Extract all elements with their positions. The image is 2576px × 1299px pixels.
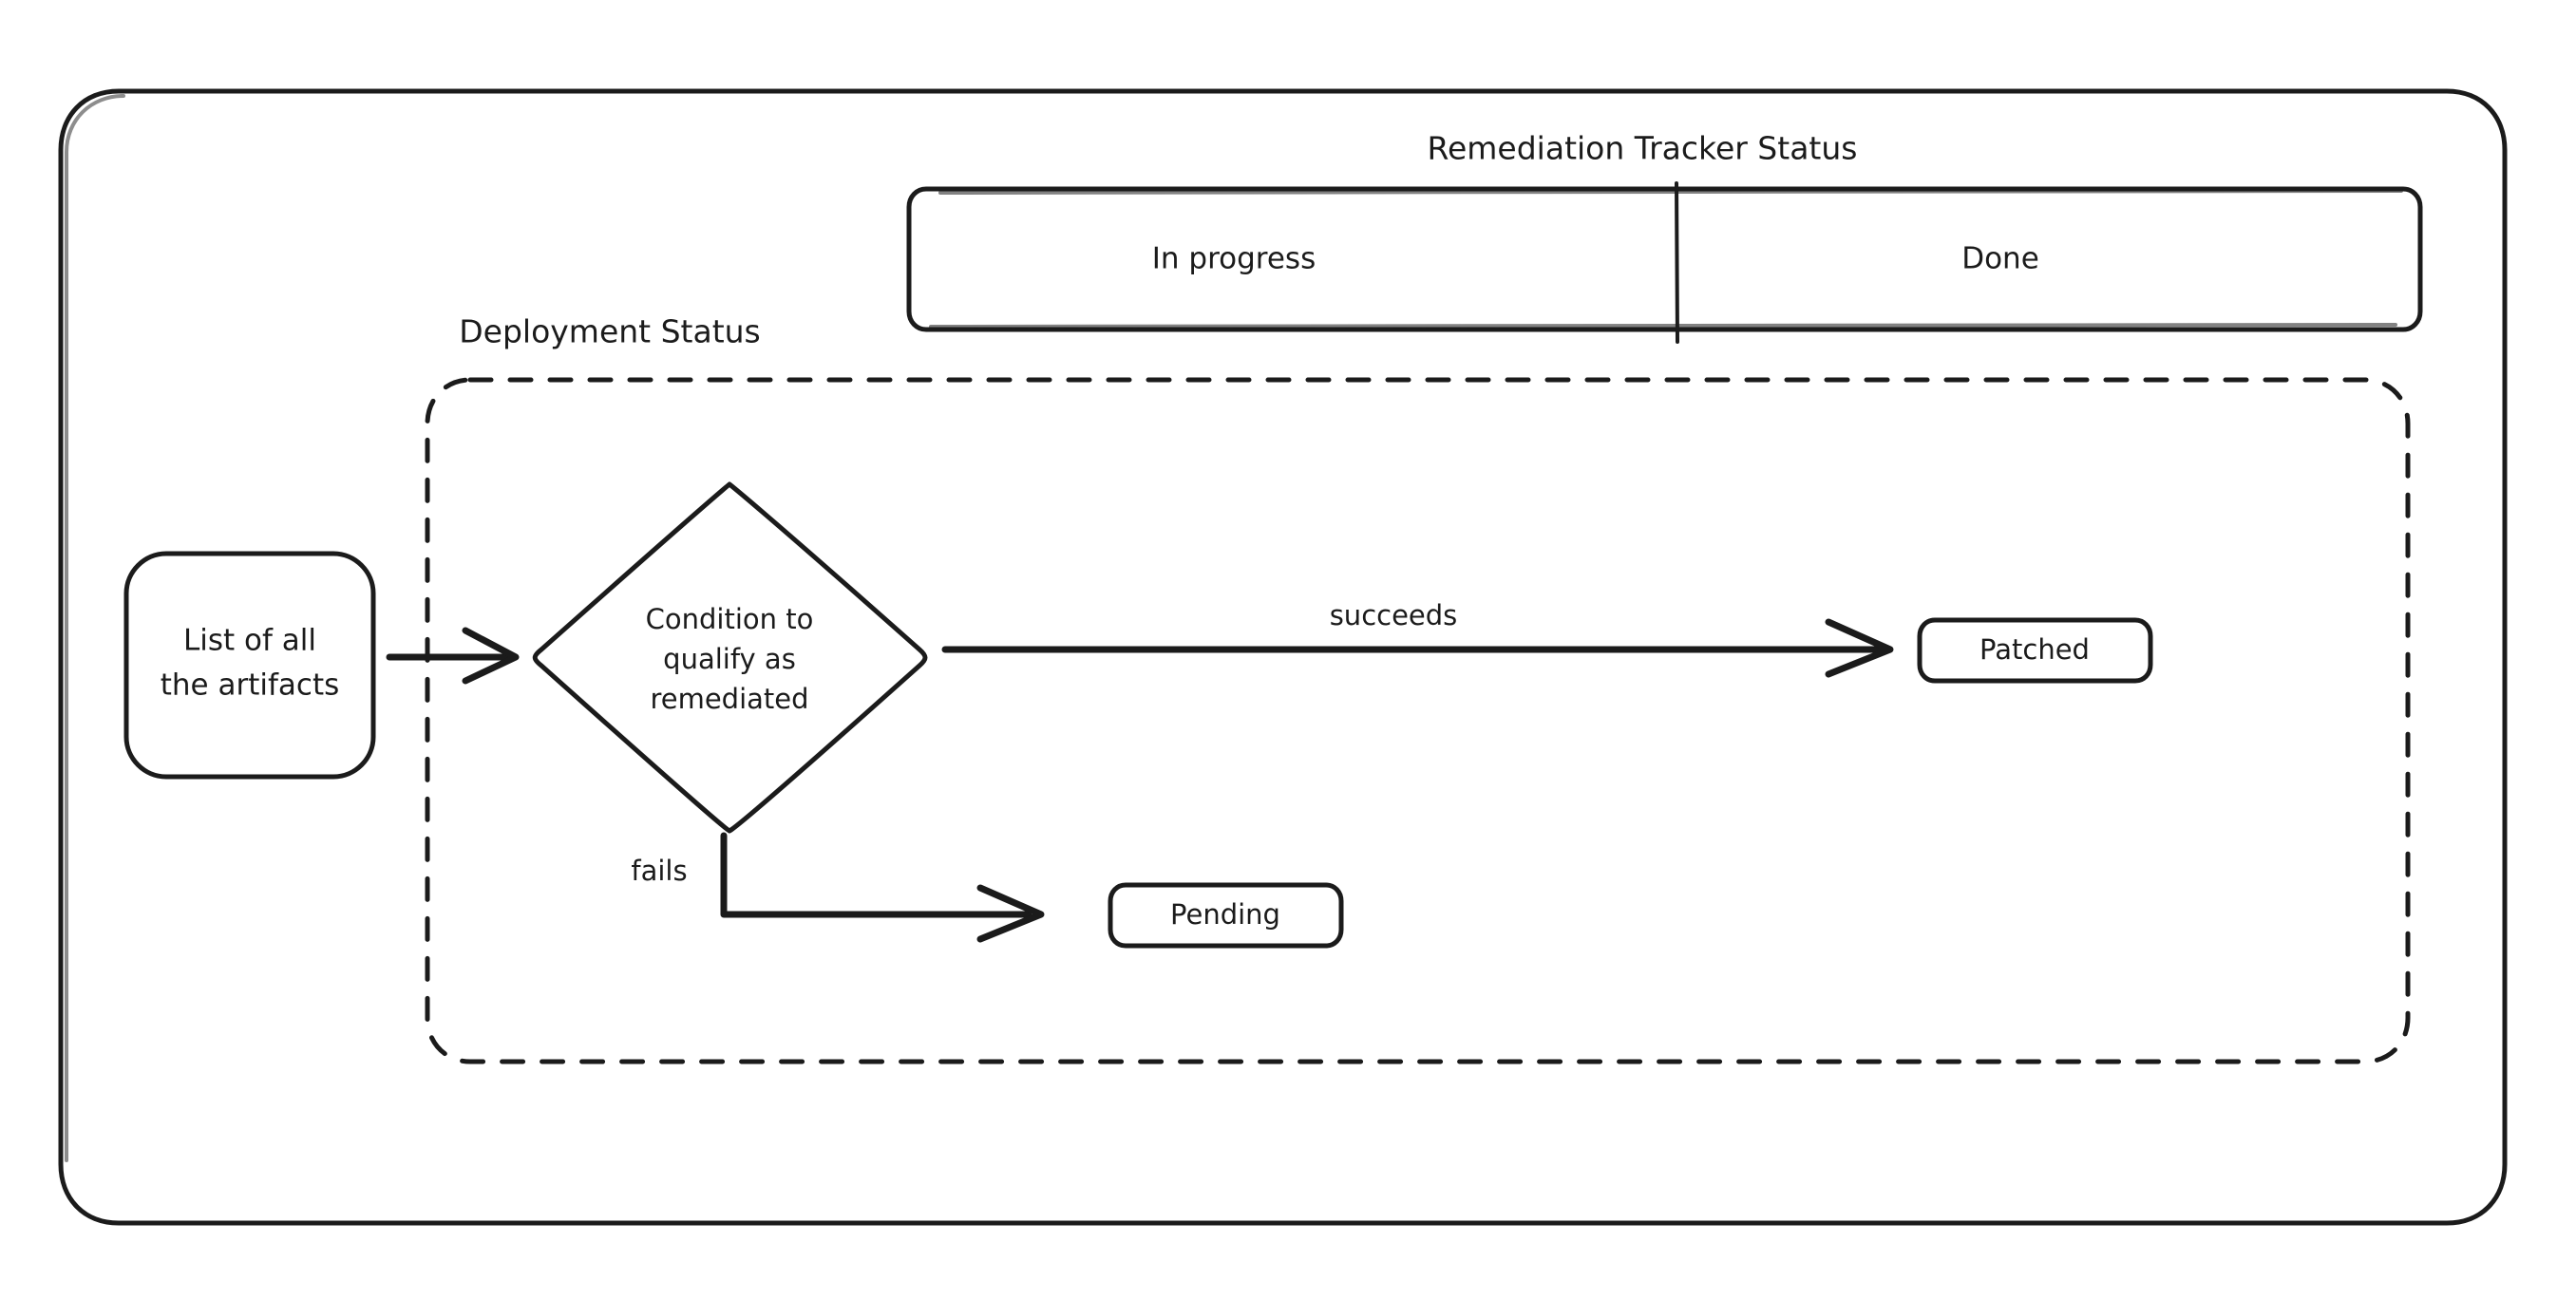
deployment-status-boundary <box>425 377 2411 1064</box>
deployment-status-label: Deployment Status <box>459 313 761 350</box>
tracker-cell-label: Done <box>1961 242 2039 276</box>
tracker-cell-in-progress[interactable]: In progress <box>1152 242 1316 276</box>
node-label-line-2: qualify as <box>663 643 796 675</box>
deployment-status-group: Deployment Status <box>425 313 2411 1064</box>
node-label-line-3: remediated <box>650 683 808 715</box>
edge-condition-to-pending: fails <box>631 832 1045 943</box>
edge-label-fails: fails <box>631 855 687 887</box>
node-label: Pending <box>1170 898 1280 931</box>
node-label: Patched <box>1979 633 2090 666</box>
node-label-line-1: Condition to <box>646 603 814 635</box>
node-condition-diamond[interactable]: Condition to qualify as remediated <box>532 481 928 834</box>
tracker-cell-label: In progress <box>1152 242 1316 276</box>
node-list-of-artifacts[interactable]: List of all the artifacts <box>123 551 376 780</box>
edge-label-succeeds: succeeds <box>1330 599 1458 631</box>
node-label-line-2: the artifacts <box>161 668 340 703</box>
node-pending[interactable]: Pending <box>1108 882 1344 949</box>
edge-condition-to-patched: succeeds <box>941 599 1894 678</box>
tracker-cell-done[interactable]: Done <box>1961 242 2039 276</box>
edge-list-to-condition <box>386 627 520 685</box>
node-patched[interactable]: Patched <box>1917 617 2153 684</box>
remediation-tracker-group: Remediation Tracker Status In progress D… <box>906 130 2423 344</box>
remediation-tracker-label: Remediation Tracker Status <box>1428 130 1858 167</box>
outer-container <box>58 88 2508 1226</box>
node-label-line-1: List of all <box>183 624 316 658</box>
tracker-cell-divider <box>1675 181 1679 344</box>
